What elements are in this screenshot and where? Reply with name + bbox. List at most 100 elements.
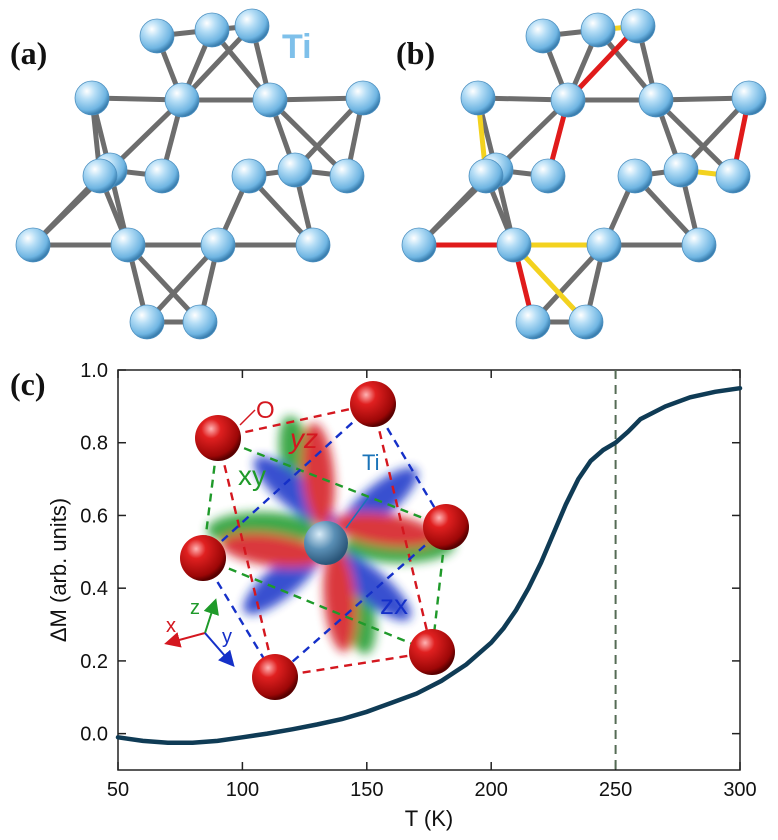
x-tick-label: 250 bbox=[599, 779, 632, 801]
ti-atom bbox=[345, 80, 381, 116]
x-tick-label: 150 bbox=[350, 779, 383, 801]
ti-atom bbox=[731, 80, 767, 116]
x-axis-label: T (K) bbox=[405, 806, 453, 831]
ti-atom bbox=[295, 227, 331, 263]
x-axis-arrow bbox=[164, 632, 206, 648]
y-tick-label: 0.4 bbox=[80, 578, 108, 600]
x-tick-label: 100 bbox=[226, 779, 259, 801]
o-label: O bbox=[256, 397, 275, 424]
o-atom bbox=[252, 654, 298, 700]
axis-ticks: 50 100 150 200 250 300 0.0 0.2 0.4 0.6 0.8 1.0 bbox=[80, 360, 757, 801]
ti-atom bbox=[129, 304, 165, 340]
ti-atom bbox=[401, 227, 437, 263]
ti-atom bbox=[530, 158, 566, 194]
y-tick-label: 0.8 bbox=[80, 433, 108, 455]
panel-a-label: (a) bbox=[10, 35, 47, 71]
ti-atom bbox=[460, 80, 496, 116]
ti-inset-label: Ti bbox=[362, 450, 380, 475]
panel-b-lattice bbox=[401, 8, 767, 340]
ti-atom bbox=[617, 158, 653, 194]
ti-center-atom bbox=[304, 521, 348, 565]
edge-zx bbox=[202, 403, 374, 559]
panel-c-label: (c) bbox=[10, 366, 46, 402]
ti-atom bbox=[252, 82, 288, 118]
bond bbox=[530, 242, 607, 325]
panel-a-lattice bbox=[15, 8, 381, 340]
y-tick-label: 0.0 bbox=[80, 724, 108, 746]
ti-atom bbox=[496, 227, 532, 263]
axis-z-label: z bbox=[190, 597, 200, 619]
o-atom bbox=[195, 415, 241, 461]
axis-y-label: y bbox=[222, 626, 232, 648]
ti-atom bbox=[231, 158, 267, 194]
axis-x-label: x bbox=[166, 615, 176, 637]
o-atom bbox=[350, 381, 396, 427]
xy-label: xy bbox=[238, 460, 266, 491]
ti-atom bbox=[620, 8, 656, 44]
ti-atom bbox=[74, 80, 110, 116]
ti-atom bbox=[580, 12, 616, 48]
o-label-pointer bbox=[239, 409, 256, 426]
ti-atom bbox=[234, 8, 270, 44]
ti-atom bbox=[182, 304, 218, 340]
edge-xy bbox=[217, 436, 447, 529]
bond bbox=[653, 97, 736, 179]
chart-c: 50 100 150 200 250 300 0.0 0.2 0.4 0.6 0.8 1.0 T (K… bbox=[46, 360, 757, 831]
ti-atom bbox=[277, 152, 313, 188]
ti-atom bbox=[110, 227, 146, 263]
bond bbox=[125, 242, 203, 325]
ti-atom bbox=[681, 227, 717, 263]
ti-atom bbox=[194, 12, 230, 48]
octahedron-inset: O Ti yz xy zx x z y bbox=[164, 381, 469, 700]
ti-element-label: Ti bbox=[282, 28, 312, 66]
o-atom bbox=[409, 629, 455, 675]
y-tick-label: 0.2 bbox=[80, 651, 108, 673]
y-tick-label: 0.6 bbox=[80, 505, 108, 527]
yz-label: yz bbox=[288, 423, 318, 454]
ti-atom bbox=[515, 304, 551, 340]
bond bbox=[267, 97, 350, 179]
edge-yz bbox=[217, 402, 374, 440]
o-atom bbox=[423, 504, 469, 550]
ti-atom bbox=[468, 158, 504, 194]
yz-lobe bbox=[323, 548, 357, 652]
ti-atom bbox=[715, 158, 751, 194]
edge-zx bbox=[371, 403, 448, 528]
ti-atom bbox=[139, 18, 175, 54]
o-atom bbox=[180, 535, 226, 581]
ti-atom bbox=[15, 227, 51, 263]
orbital-lobes bbox=[207, 416, 455, 654]
ti-atom bbox=[663, 152, 699, 188]
yz-lobe bbox=[301, 423, 335, 527]
bond bbox=[144, 242, 221, 325]
bond bbox=[511, 242, 589, 325]
ti-atom bbox=[200, 227, 236, 263]
x-tick-label: 50 bbox=[107, 779, 129, 801]
y-tick-label: 1.0 bbox=[80, 360, 108, 382]
ti-atom bbox=[568, 304, 604, 340]
yz-lobe bbox=[220, 532, 324, 568]
ti-atom bbox=[586, 227, 622, 263]
edge-yz bbox=[274, 650, 433, 679]
ti-atom bbox=[638, 82, 674, 118]
ti-atom bbox=[82, 158, 118, 194]
edge-yz bbox=[371, 403, 434, 653]
y-axis-label: ΔM (arb. units) bbox=[46, 498, 71, 642]
ti-atom bbox=[144, 158, 180, 194]
edge-zx bbox=[201, 557, 277, 678]
yz-lobe bbox=[333, 512, 437, 548]
ti-atom bbox=[550, 82, 586, 118]
ti-label-pointer bbox=[345, 497, 369, 529]
ti-atom bbox=[164, 82, 200, 118]
panel-b-label: (b) bbox=[396, 35, 435, 71]
ti-atom bbox=[525, 18, 561, 54]
z-axis-arrow bbox=[203, 598, 219, 634]
ti-atom bbox=[329, 158, 365, 194]
y-axis-arrow bbox=[204, 632, 235, 668]
edge-zx bbox=[274, 526, 447, 678]
plot-frame bbox=[117, 369, 741, 771]
series-line bbox=[115, 385, 743, 745]
x-tick-label: 200 bbox=[475, 779, 508, 801]
x-tick-label: 300 bbox=[723, 779, 756, 801]
